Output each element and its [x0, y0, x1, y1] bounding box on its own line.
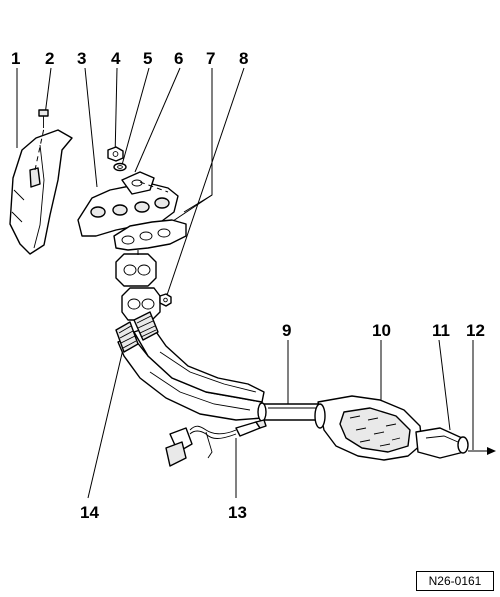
- leader-lines: [16, 67, 474, 499]
- callout-5: 5: [143, 49, 152, 68]
- flange-gasket: [115, 253, 157, 287]
- flow-direction-arrow: [468, 447, 496, 455]
- leader-5: [121, 67, 150, 166]
- callout-2: 2: [45, 49, 54, 68]
- callout-12: 12: [466, 321, 485, 340]
- nut-and-washer: [107, 146, 127, 172]
- leader-8: [165, 67, 245, 299]
- front-pipe: [117, 325, 265, 421]
- callout-10: 10: [372, 321, 391, 340]
- callout-14: 14: [80, 503, 99, 522]
- lambda-probe: [165, 419, 267, 467]
- reference-code: N26-0161: [416, 571, 494, 591]
- heat-shield: [9, 127, 73, 255]
- leader-3: [84, 67, 98, 188]
- callout-9: 9: [282, 321, 291, 340]
- callout-numbers: 1 2 3 4 5 6 7 8 9 10 11 12 13 14: [11, 49, 485, 522]
- shield-bolt: [38, 109, 49, 128]
- catalytic-converter: [314, 395, 423, 461]
- callout-3: 3: [77, 49, 86, 68]
- leader-14: [87, 344, 125, 499]
- callout-1: 1: [11, 49, 20, 68]
- flex-joints: [115, 311, 159, 353]
- callout-4: 4: [111, 49, 121, 68]
- tail-pipe: [415, 427, 469, 459]
- leader-4: [114, 67, 118, 159]
- leader-11: [438, 339, 451, 431]
- leader-7a: [183, 68, 213, 213]
- manifold-gasket: [113, 219, 187, 251]
- callout-8: 8: [239, 49, 248, 68]
- flange-nut: [159, 293, 172, 307]
- callout-7: 7: [206, 49, 215, 68]
- leader-2: [44, 67, 52, 116]
- callout-6: 6: [174, 49, 183, 68]
- callout-13: 13: [228, 503, 247, 522]
- callout-11: 11: [432, 321, 450, 340]
- leader-6: [134, 67, 181, 173]
